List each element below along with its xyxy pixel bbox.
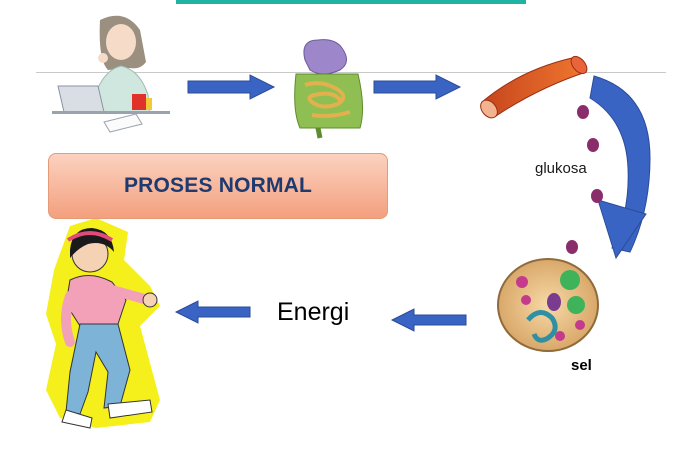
energi-label: Energi: [277, 298, 350, 326]
process-banner: PROSES NORMAL: [48, 153, 388, 219]
glukosa-label: glukosa: [535, 160, 587, 177]
divider-line: [36, 72, 666, 73]
top-accent-bar: [176, 0, 526, 4]
sel-label: sel: [571, 357, 592, 374]
arrow-right-1: [187, 74, 276, 100]
walking-person-icon: [46, 218, 160, 429]
banner-title: PROSES NORMAL: [123, 174, 313, 197]
arrow-left-2: [174, 300, 251, 324]
glucose-molecules: [566, 105, 603, 254]
curved-arrow-down: [589, 75, 651, 260]
person-eating-icon: [52, 15, 170, 133]
arrow-right-2: [373, 74, 462, 100]
cell-icon: [497, 258, 599, 352]
digestive-system-icon: [294, 39, 364, 139]
arrow-left-1: [390, 308, 467, 332]
blood-vessel-icon: [480, 55, 588, 119]
